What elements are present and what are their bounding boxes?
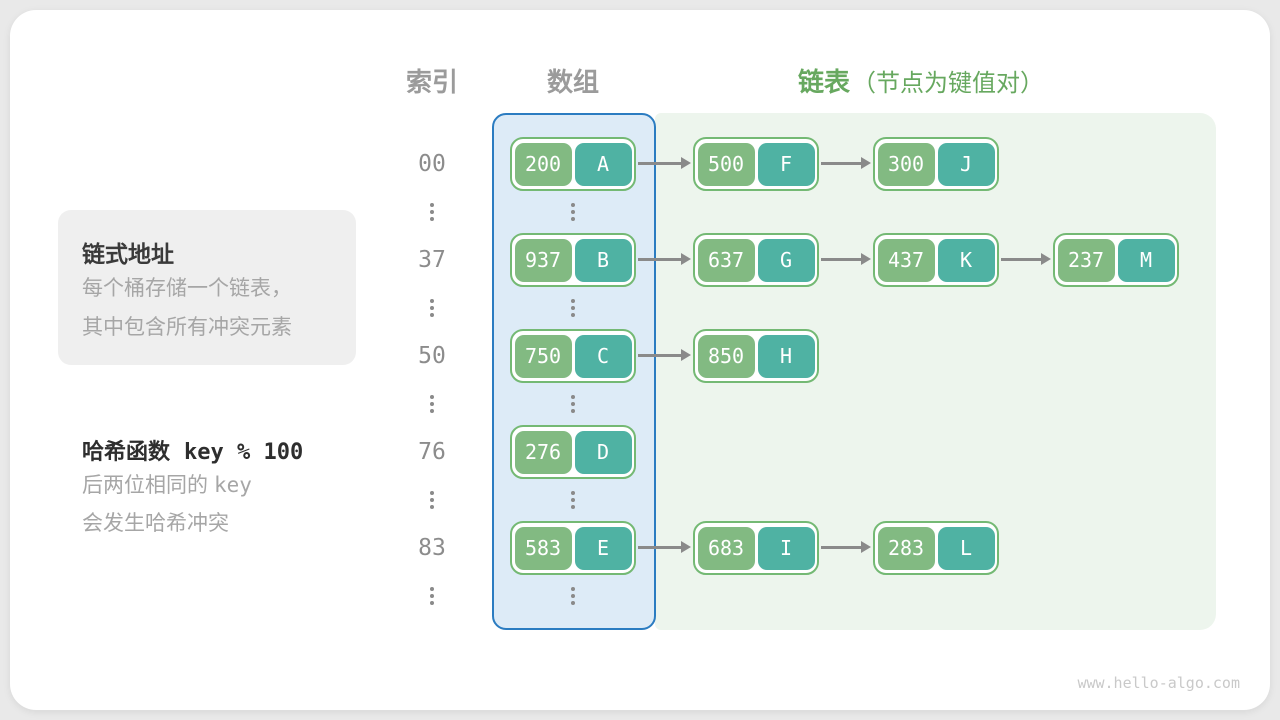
key-cell: 683 (697, 526, 755, 570)
hash-function-title: 哈希函数 key % 100 (82, 434, 303, 466)
vertical-ellipsis (571, 587, 575, 605)
column-header-array: 数组 (546, 67, 600, 97)
key-cell: 583 (514, 526, 572, 570)
vertical-ellipsis (571, 299, 575, 317)
pointer-arrow-icon (638, 157, 691, 169)
key-cell: 750 (514, 334, 572, 378)
bucket-index-label: 37 (418, 247, 446, 273)
key-cell: 637 (697, 238, 755, 282)
value-cell: L (937, 526, 995, 570)
key-cell: 937 (514, 238, 572, 282)
key-cell: 437 (877, 238, 935, 282)
value-cell: G (757, 238, 815, 282)
value-cell: F (757, 142, 815, 186)
vertical-ellipsis (430, 587, 434, 605)
value-cell: K (937, 238, 995, 282)
vertical-ellipsis (571, 395, 575, 413)
value-cell: J (937, 142, 995, 186)
value-cell: M (1117, 238, 1175, 282)
value-cell: A (574, 142, 632, 186)
pointer-arrow-icon (638, 541, 691, 553)
pointer-arrow-icon (821, 157, 871, 169)
key-cell: 850 (697, 334, 755, 378)
info-card-title: 链式地址 (82, 241, 174, 267)
value-cell: E (574, 526, 632, 570)
info-card-line: 每个桶存储一个链表， (82, 277, 292, 300)
value-cell: H (757, 334, 815, 378)
pointer-arrow-icon (821, 253, 871, 265)
info-card: 链式地址 每个桶存储一个链表， 其中包含所有冲突元素 (58, 210, 356, 365)
value-cell: C (574, 334, 632, 378)
column-header-list: 链表（节点为键值对） (798, 62, 1044, 99)
pointer-arrow-icon (638, 253, 691, 265)
list-header-note: （节点为键值对） (852, 70, 1045, 97)
bucket-index-label: 83 (418, 535, 446, 561)
info-card-line: 其中包含所有冲突元素 (82, 316, 292, 339)
key-cell: 500 (697, 142, 755, 186)
hash-function-label: 哈希函数 (82, 439, 171, 464)
vertical-ellipsis (571, 203, 575, 221)
bucket-index-label: 76 (418, 439, 446, 465)
bucket-index-label: 50 (418, 343, 446, 369)
pointer-arrow-icon (821, 541, 871, 553)
hash-function-formula: key % 100 (184, 440, 304, 465)
bucket-index-label: 00 (418, 151, 446, 177)
hash-note-line: 会发生哈希冲突 (82, 512, 229, 535)
watermark: www.hello-algo.com (1077, 674, 1240, 692)
value-cell: B (574, 238, 632, 282)
value-cell: D (574, 430, 632, 474)
pointer-arrow-icon (1001, 253, 1051, 265)
key-cell: 300 (877, 142, 935, 186)
value-cell: I (757, 526, 815, 570)
vertical-ellipsis (571, 491, 575, 509)
list-header-title: 链表 (798, 67, 851, 97)
vertical-ellipsis (430, 203, 434, 221)
key-cell: 237 (1057, 238, 1115, 282)
vertical-ellipsis (430, 395, 434, 413)
vertical-ellipsis (430, 491, 434, 509)
key-cell: 200 (514, 142, 572, 186)
key-cell: 276 (514, 430, 572, 474)
column-header-index: 索引 (405, 67, 459, 97)
pointer-arrow-icon (638, 349, 691, 361)
vertical-ellipsis (430, 299, 434, 317)
key-cell: 283 (877, 526, 935, 570)
